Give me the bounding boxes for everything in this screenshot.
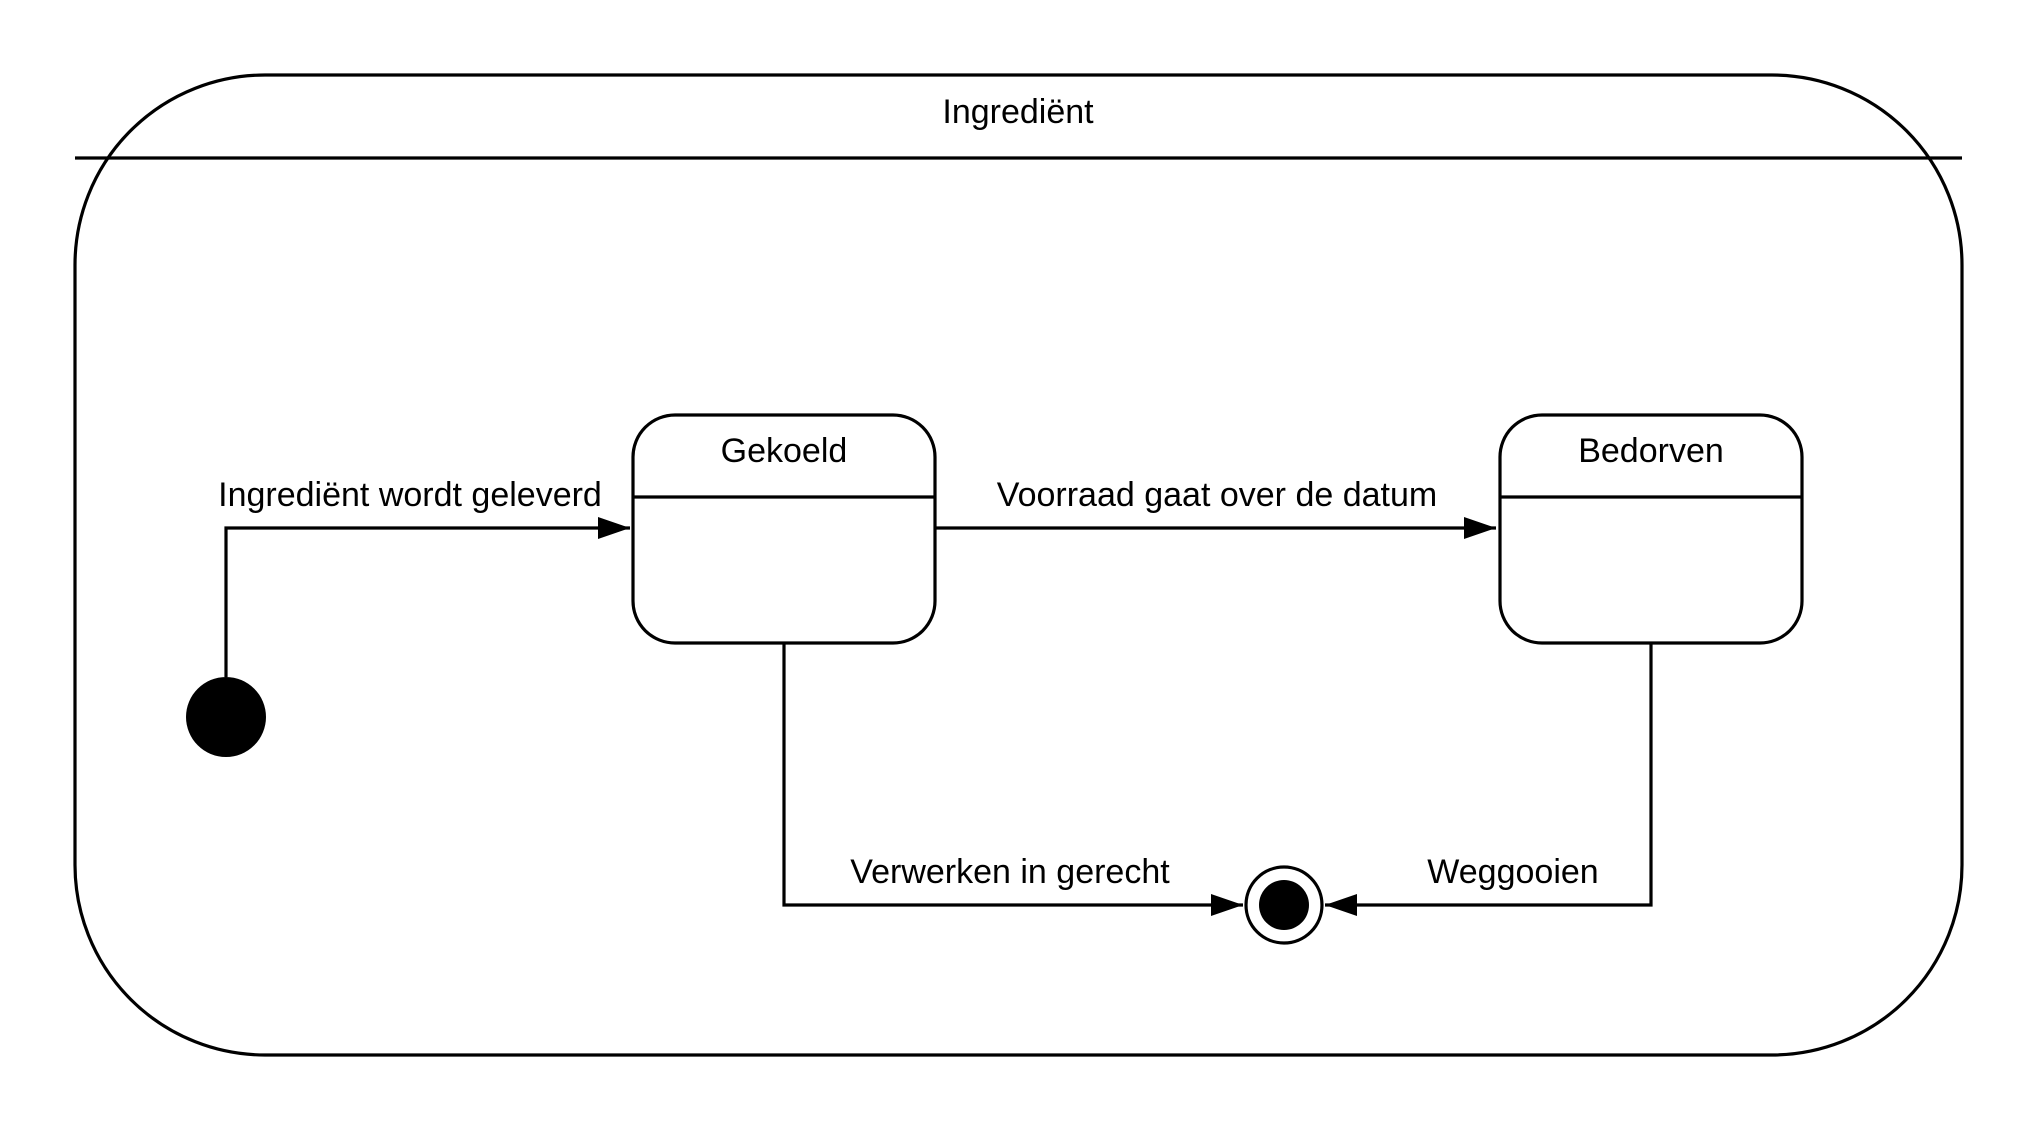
transition-arrow [782, 643, 1243, 916]
transition-arrow [1325, 643, 1653, 916]
composite-state-ingredient: Ingrediënt [73, 73, 1964, 1057]
final-state-node [1244, 865, 1324, 945]
transition-label: Verwerken in gerecht [850, 853, 1170, 891]
transition-arrow [224, 517, 630, 677]
transition-label: Weggooien [1427, 853, 1598, 891]
final-state-dot [1259, 880, 1309, 930]
state-title: Gekoeld [721, 432, 848, 470]
transition-processed: Verwerken in gerecht [782, 643, 1243, 916]
state-bedorven: Bedorven [1498, 413, 1804, 645]
initial-state-node [186, 677, 266, 757]
transition-label: Voorraad gaat over de datum [997, 476, 1437, 514]
composite-state-border [73, 73, 1964, 1057]
transition-discarded: Weggooien [1325, 643, 1653, 916]
state-box [1498, 413, 1804, 645]
transition-label: Ingrediënt wordt geleverd [218, 476, 602, 514]
state-title: Bedorven [1578, 432, 1724, 470]
transition-expired: Voorraad gaat over de datum [935, 476, 1496, 539]
state-gekoeld: Gekoeld [631, 413, 937, 645]
composite-state-title: Ingrediënt [942, 93, 1094, 131]
state-box [631, 413, 937, 645]
transition-delivered: Ingrediënt wordt geleverd [218, 476, 630, 677]
